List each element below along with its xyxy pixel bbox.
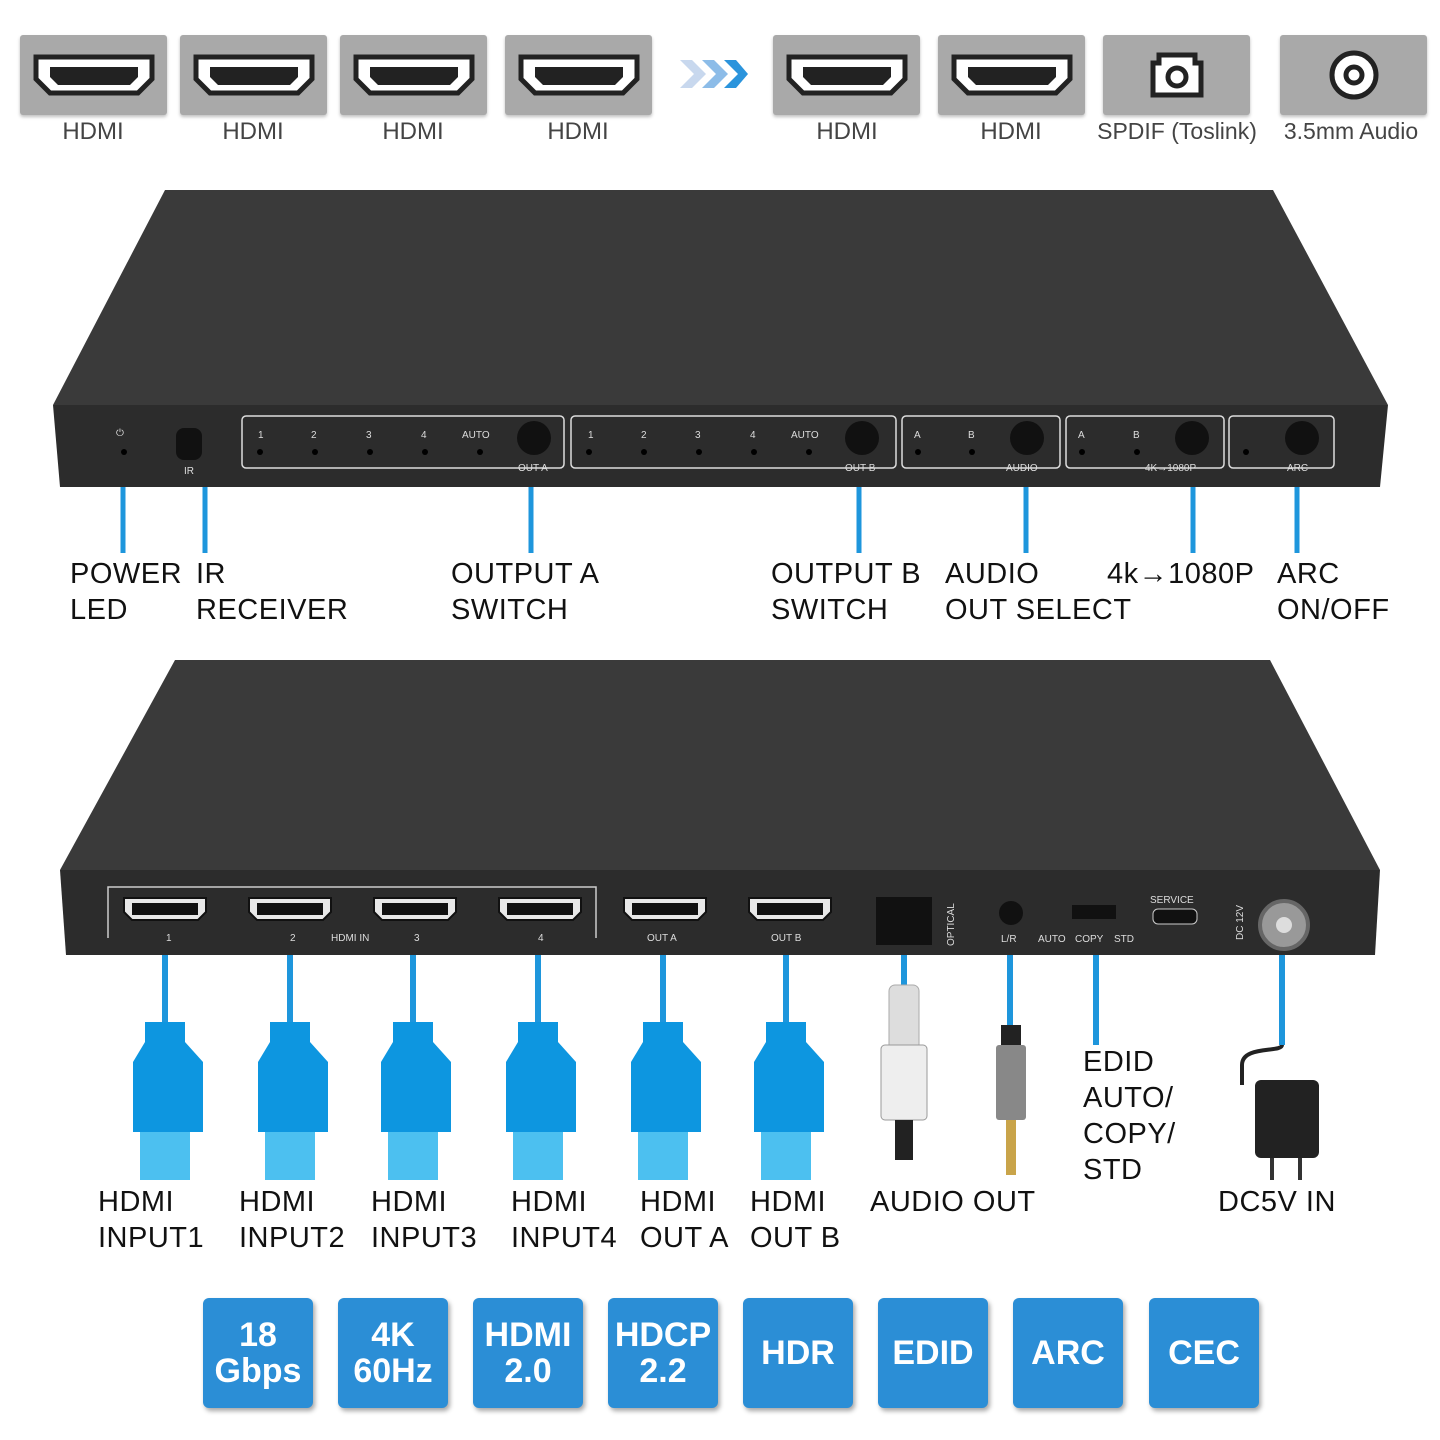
panel-label: 3 xyxy=(366,430,372,441)
panel-label: 3 xyxy=(695,430,701,441)
panel-label: AUTO xyxy=(1038,934,1066,945)
panel-label: A xyxy=(914,430,921,441)
hdmi-port-icon xyxy=(340,35,487,115)
label-ir-receiver: IR RECEIVER xyxy=(196,558,349,626)
badge-edid: EDID xyxy=(878,1298,988,1408)
hdmi-port-icon xyxy=(773,35,920,115)
port-label: HDMI xyxy=(382,118,444,145)
hdmi-cable-icon xyxy=(133,1022,824,1132)
label-hdmi-input3: HDMI INPUT3 xyxy=(371,1186,478,1254)
panel-label: AUDIO xyxy=(1006,463,1038,474)
power-adapter-icon xyxy=(1240,1043,1319,1180)
panel-label: IR xyxy=(184,466,194,477)
badge-hdr: HDR xyxy=(743,1298,853,1408)
label-hdmi-out-a: HDMI OUT A xyxy=(640,1186,729,1254)
panel-label: OUT B xyxy=(845,463,876,474)
panel-label: B xyxy=(1133,430,1140,441)
label-power-led: POWER LED xyxy=(70,558,183,626)
panel-label: 1 xyxy=(588,430,594,441)
panel-label: 2 xyxy=(311,430,317,441)
panel-label: SERVICE xyxy=(1150,895,1194,906)
port-label: SPDIF (Toslink) xyxy=(1097,118,1257,144)
label-output-a-switch: OUTPUT A SWITCH xyxy=(451,558,600,626)
front-panel-device: ⏻ IR 1 2 3 4 AUTO OUT A 1 2 3 4 AUTO OUT B A B AUD… xyxy=(53,190,1388,553)
label-audio-out: AUDIO OUT xyxy=(870,1186,1036,1218)
hdmi-port-icon xyxy=(20,35,167,115)
panel-label: 1 xyxy=(258,430,264,441)
hdmi-port-icon xyxy=(505,35,652,115)
label-dc5v-in: DC5V IN xyxy=(1218,1186,1336,1218)
panel-label: OUT B xyxy=(771,933,802,944)
panel-label: HDMI IN xyxy=(331,933,369,944)
panel-label: 4K→1080P xyxy=(1145,463,1196,474)
panel-label: 4 xyxy=(750,430,756,441)
panel-label: OPTICAL xyxy=(946,903,957,946)
port-label: HDMI xyxy=(222,118,284,145)
panel-label: 2 xyxy=(641,430,647,441)
power-icon: ⏻ xyxy=(116,428,124,439)
panel-label: COPY xyxy=(1075,934,1104,945)
port-label: HDMI xyxy=(816,118,878,145)
optical-cable-icon xyxy=(880,984,928,1160)
badge-hdcp22: HDCP 2.2 xyxy=(608,1298,718,1408)
hdmi-port-icon xyxy=(938,35,1085,115)
label-arc-on-off: ARC ON/OFF xyxy=(1277,558,1390,626)
port-label: HDMI xyxy=(980,118,1042,145)
panel-label: L/R xyxy=(1001,934,1017,945)
label-output-b-switch: OUTPUT B SWITCH xyxy=(771,558,922,626)
badge-4k60hz: 4K 60Hz xyxy=(338,1298,448,1408)
badge-cec: CEC xyxy=(1149,1298,1259,1408)
panel-label: B xyxy=(968,430,975,441)
badge-18gbps: 18 Gbps xyxy=(203,1298,313,1408)
port-label: HDMI xyxy=(547,118,609,145)
label-hdmi-out-b: HDMI OUT B xyxy=(750,1186,841,1254)
label-audio-out-select: AUDIO OUT SELECT xyxy=(945,558,1132,626)
panel-label: 3 xyxy=(414,933,420,944)
label-hdmi-input4: HDMI INPUT4 xyxy=(511,1186,618,1254)
port-label: HDMI xyxy=(62,118,124,145)
panel-label: AUTO xyxy=(462,430,490,441)
toslink-port-icon xyxy=(1103,35,1250,115)
label-hdmi-input1: HDMI INPUT1 xyxy=(98,1186,205,1254)
audio-cable-icon xyxy=(996,1025,1026,1175)
panel-label: 4 xyxy=(421,430,427,441)
label-hdmi-input2: HDMI INPUT2 xyxy=(239,1186,346,1254)
panel-label: OUT A xyxy=(647,933,677,944)
label-4k-1080p: 4k→1080P xyxy=(1107,558,1255,590)
panel-label: STD xyxy=(1114,934,1134,945)
panel-label: 1 xyxy=(166,933,172,944)
panel-label: A xyxy=(1078,430,1085,441)
badge-arc: ARC xyxy=(1013,1298,1123,1408)
panel-label: DC 12V xyxy=(1235,905,1246,940)
badge-hdmi20: HDMI 2.0 xyxy=(473,1298,583,1408)
arrow-right-icon xyxy=(680,60,748,88)
panel-label: 2 xyxy=(290,933,296,944)
panel-label: AUTO xyxy=(791,430,819,441)
audio-jack-icon xyxy=(1280,35,1427,115)
panel-label: ARC xyxy=(1287,463,1308,474)
label-edid: EDID AUTO/ COPY/ STD xyxy=(1083,1046,1176,1186)
panel-label: OUT A xyxy=(518,463,548,474)
rear-panel-device: 1 2 HDMI IN 3 4 OUT A OUT B OPTICAL L/R AUTO C… xyxy=(60,660,1380,1180)
hdmi-port-icon xyxy=(180,35,327,115)
panel-label: 4 xyxy=(538,933,544,944)
port-label: 3.5mm Audio xyxy=(1283,118,1419,144)
